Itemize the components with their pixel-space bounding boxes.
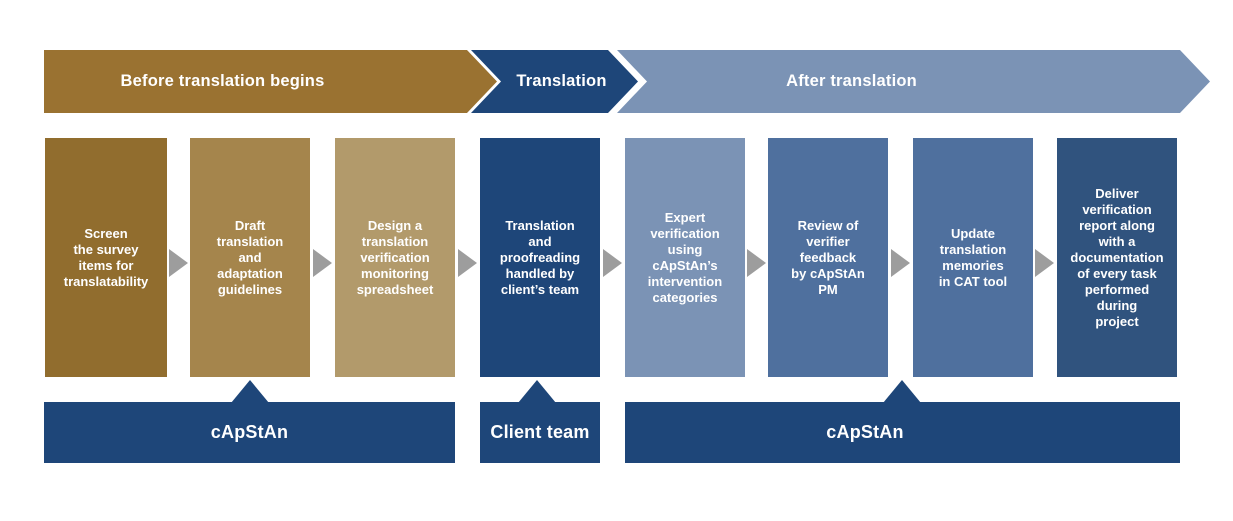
step-expert-verification: Expert verification using cApStAn’s inte… (625, 138, 745, 377)
step-label: Design a translation verification monito… (356, 217, 434, 297)
right-arrow-icon (603, 249, 622, 277)
up-pointer-icon (883, 380, 921, 403)
step-label: Translation and proofreading handled by … (499, 217, 581, 297)
step-label: Screen the survey items for translatabil… (63, 225, 149, 289)
right-arrow-icon (169, 249, 188, 277)
step-label: Update translation memories in CAT tool (938, 225, 1008, 289)
step-update-translation-memories: Update translation memories in CAT tool (913, 138, 1033, 377)
step-design-monitoring-spreadsheet: Design a translation verification monito… (335, 138, 455, 377)
right-arrow-icon (747, 249, 766, 277)
step-translation-proofreading: Translation and proofreading handled by … (480, 138, 600, 377)
step-deliver-verification-report: Deliver verification report along with a… (1057, 138, 1177, 377)
step-review-verifier-feedback: Review of verifier feedback by cApStAn P… (768, 138, 888, 377)
right-arrow-icon (458, 249, 477, 277)
right-arrow-icon (1035, 249, 1054, 277)
phase-band-after-translation: After translation (617, 50, 1210, 113)
phase-band-before-translation: Before translation begins (44, 50, 497, 113)
right-arrow-icon (891, 249, 910, 277)
up-pointer-icon (518, 380, 556, 403)
team-label: cApStAn (210, 422, 289, 442)
step-label: Draft translation and adaptation guideli… (216, 217, 284, 297)
up-pointer-icon (231, 380, 269, 403)
team-bar-capstan-after: cApStAn (625, 380, 1180, 463)
team-bar-client-team: Client team (480, 380, 600, 463)
step-draft-guidelines: Draft translation and adaptation guideli… (190, 138, 310, 377)
step-label: Review of verifier feedback by cApStAn P… (791, 217, 865, 297)
right-arrow-icon (313, 249, 332, 277)
phase-label-after-translation: After translation (786, 72, 917, 90)
step-label: Deliver verification report along with a… (1070, 185, 1164, 329)
team-label: Client team (490, 422, 590, 442)
step-label: Expert verification using cApStAn’s inte… (647, 209, 723, 305)
phase-label-before-translation: Before translation begins (120, 72, 325, 90)
team-label: cApStAn (826, 422, 904, 442)
team-bar-capstan-before: cApStAn (44, 380, 455, 463)
phase-label-translation: Translation (516, 72, 607, 90)
step-screen-survey-items: Screen the survey items for translatabil… (45, 138, 167, 377)
